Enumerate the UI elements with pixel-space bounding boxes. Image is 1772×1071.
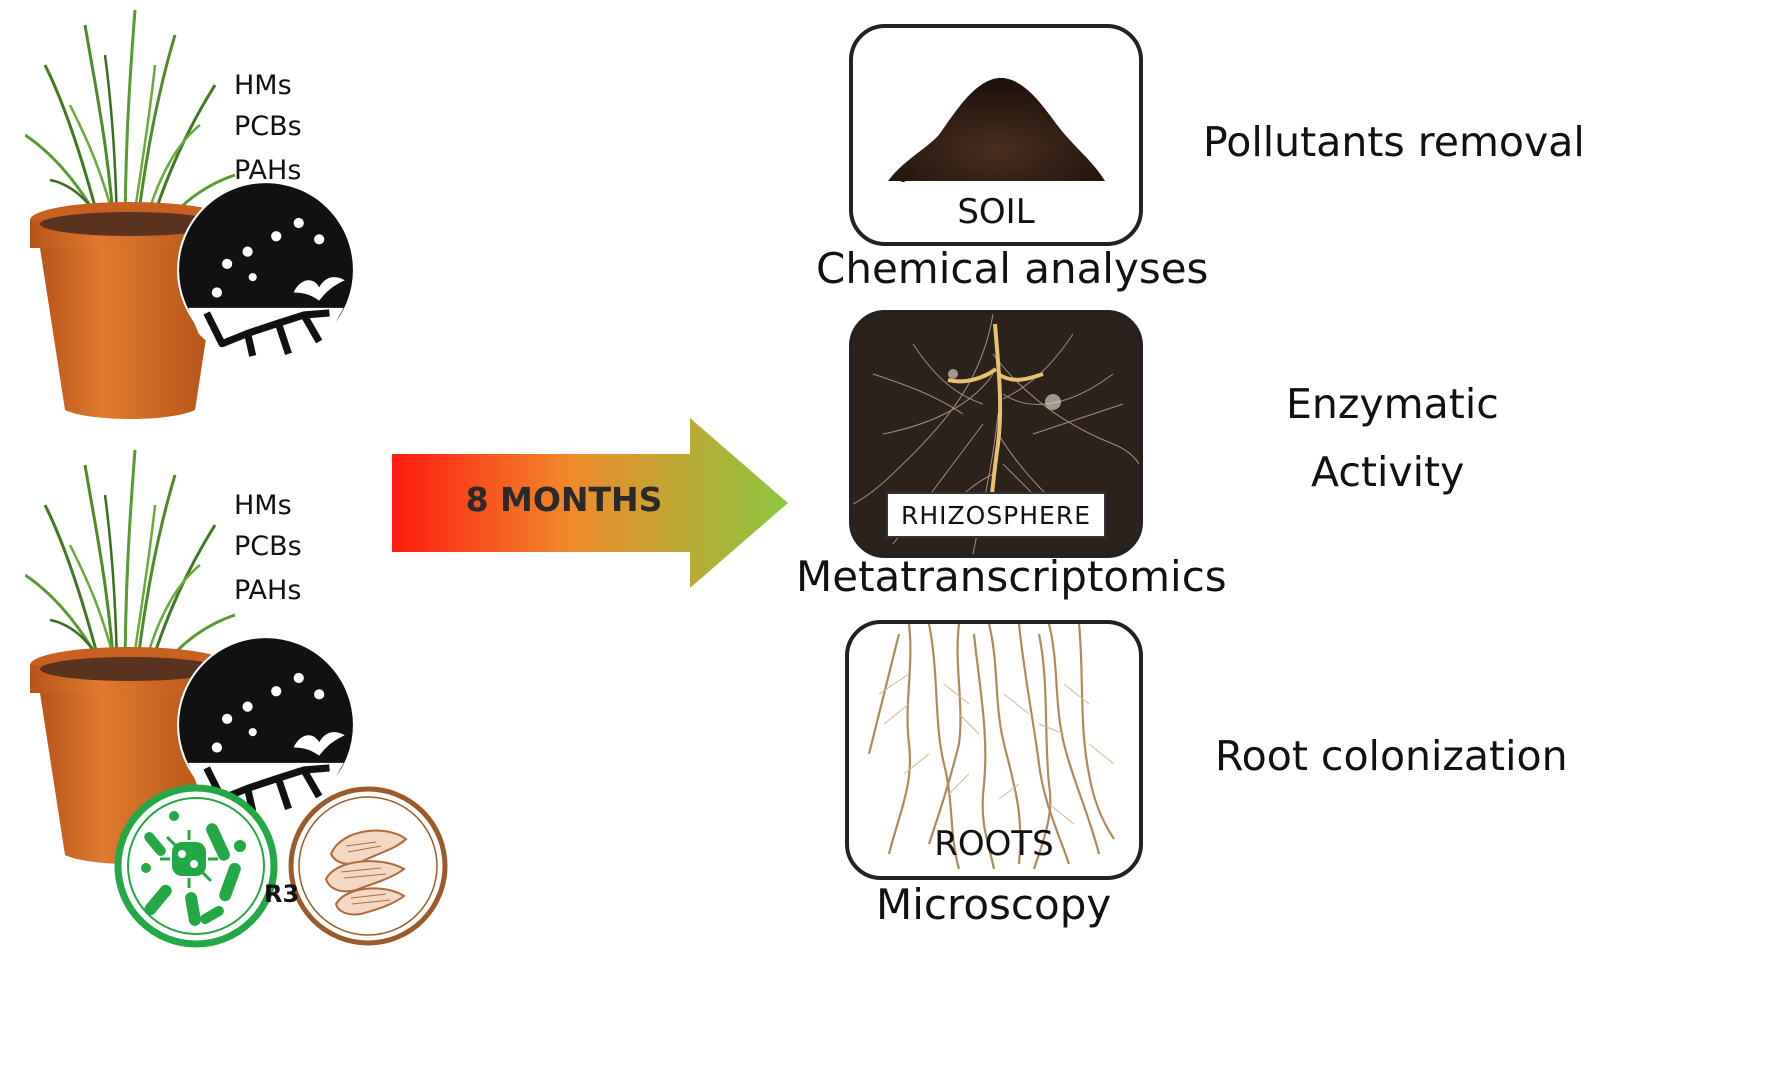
pollutant-label: PCBs bbox=[234, 111, 302, 142]
roots-panel: ROOTS bbox=[845, 620, 1143, 880]
inoculum-label: R3 bbox=[264, 880, 300, 908]
pollutant-list: HMs PCBs PAHs bbox=[234, 492, 302, 604]
panel-caption: SOIL bbox=[957, 192, 1035, 232]
treatment-2: HMs PCBs PAHs bbox=[0, 440, 460, 1070]
pollutant-label: PAHs bbox=[234, 575, 302, 606]
result-label: Root colonization bbox=[1215, 732, 1568, 780]
pollutant-label: PAHs bbox=[234, 155, 302, 186]
soil-panel: SOIL bbox=[849, 24, 1143, 246]
pollutant-list: HMs PCBs PAHs bbox=[234, 72, 302, 184]
pollutant-label: HMs bbox=[234, 70, 292, 101]
soil-pile-icon bbox=[888, 77, 1105, 182]
bacteria-icon bbox=[114, 784, 278, 948]
arrow-label: 8 MONTHS bbox=[465, 480, 663, 519]
panel-caption: ROOTS bbox=[934, 824, 1054, 864]
method-label: Microscopy bbox=[876, 880, 1112, 929]
panel-caption: RHIZOSPHERE bbox=[886, 492, 1106, 538]
result-label: Pollutants removal bbox=[1203, 118, 1585, 166]
rhizosphere-panel: RHIZOSPHERE bbox=[849, 310, 1143, 558]
pollutant-label: HMs bbox=[234, 490, 292, 521]
method-label: Metatranscriptomics bbox=[796, 552, 1227, 601]
method-label: Chemical analyses bbox=[816, 244, 1209, 293]
pollutant-label: PCBs bbox=[234, 531, 302, 562]
oyster-mushroom-icon bbox=[288, 786, 448, 946]
treatment-1: HMs PCBs PAHs bbox=[0, 0, 380, 420]
arrow-shape bbox=[392, 418, 788, 588]
roots-icon bbox=[867, 624, 1115, 870]
result-label: Activity bbox=[1311, 448, 1465, 496]
contaminated-soil-icon bbox=[176, 180, 356, 360]
result-label: Enzymatic bbox=[1286, 380, 1499, 428]
time-arrow: 8 MONTHS bbox=[392, 418, 788, 588]
